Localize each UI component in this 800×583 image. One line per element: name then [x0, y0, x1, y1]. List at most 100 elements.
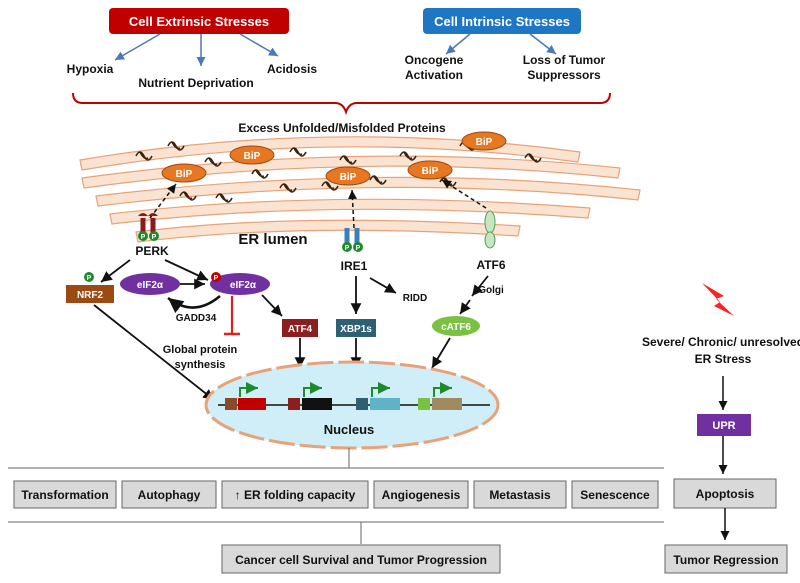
outcome-box-autophagy	[121, 480, 217, 509]
ridd-label: RIDD	[403, 293, 427, 304]
protein-15	[279, 183, 297, 193]
eif2a-p-label: eIF2α	[230, 280, 257, 291]
upr-box	[697, 414, 751, 436]
xbp1s-label: XBP1s	[340, 324, 372, 335]
atf4-label: ATF4	[288, 324, 313, 335]
extrinsic-stress-box	[109, 8, 289, 34]
outcome-box-er-folding	[221, 480, 369, 509]
outcome-box-senescence	[571, 480, 659, 509]
perk-head-icon	[138, 213, 158, 216]
gene-3-promoter	[356, 398, 368, 410]
arrow-eif2a-atf4	[261, 294, 283, 317]
stress-brace	[72, 92, 611, 116]
perk-sensor: P P PERK	[135, 213, 169, 258]
extrinsic-stress-title: Cell Extrinsic Stresses	[129, 14, 269, 29]
gene-3-body	[370, 398, 400, 410]
ire1-label: IRE1	[341, 259, 368, 273]
atf6-sensor: ATF6	[476, 210, 506, 272]
er-lumen-label: ER lumen	[238, 231, 307, 248]
protein-13	[215, 193, 233, 203]
transcription-arrow-3	[371, 382, 390, 397]
protein-6	[321, 181, 339, 191]
arrow-extrinsic-1	[114, 33, 161, 61]
gene-2-body	[302, 398, 332, 410]
protein-2	[167, 141, 185, 151]
protein-4	[251, 169, 269, 179]
gene-2-promoter	[288, 398, 300, 410]
ire1-branch: RIDD XBP1s	[336, 276, 427, 368]
dashed-arrow-atf6	[441, 179, 487, 209]
intrinsic-stress-group: Cell Intrinsic Stresses Oncogene Activat…	[405, 8, 606, 82]
ire1-phospho-2-label: P	[356, 245, 361, 252]
arrow-catf6-nucleus	[431, 337, 451, 369]
protein-7	[339, 155, 357, 165]
er-sheet-4	[109, 198, 591, 225]
bip-4-label: BiP	[422, 166, 439, 177]
atf6-branch: Golgi cATF6	[431, 275, 504, 369]
catf6-node	[432, 316, 480, 336]
eif2a-p-node	[210, 273, 270, 295]
unfolded-proteins-label: Excess Unfolded/Misfolded Proteins	[238, 121, 446, 135]
nucleus: Nucleus	[204, 360, 500, 450]
atf6-receptor-lower-icon	[484, 231, 496, 249]
outcome-box-metastasis	[473, 480, 567, 509]
perk-receptor-icon	[140, 218, 156, 233]
global-protein-label: Global protein	[163, 344, 238, 356]
atf4-box	[282, 319, 318, 337]
xbp1s-box	[336, 319, 376, 337]
protein-9	[399, 151, 417, 161]
arrow-intrinsic-1	[445, 33, 471, 55]
outcome-transformation: Transformation	[21, 488, 108, 502]
nrf2-box	[66, 285, 114, 303]
intrinsic-stress-title: Cell Intrinsic Stresses	[434, 14, 570, 29]
stress-hypoxia: Hypoxia	[67, 62, 114, 76]
apoptosis-box	[673, 478, 777, 509]
er-sheet-3	[95, 176, 641, 207]
bip-3-label: BiP	[340, 172, 357, 183]
er-sheet-5	[135, 219, 521, 243]
dashed-arrow-perk	[149, 183, 177, 219]
severe-stress-line1: Severe/ Chronic/ unresolved	[642, 335, 800, 349]
perk-phospho-2	[149, 231, 159, 241]
arrow-gadd34-loop	[167, 295, 221, 314]
stress-suppressors: Suppressors	[527, 68, 601, 82]
bip-dissociation-arrows	[149, 179, 487, 229]
arrow-golgi-catf6	[459, 299, 471, 315]
arrow-extrinsic-3	[239, 33, 279, 57]
ire1-phospho-2	[353, 242, 363, 252]
perk-label: PERK	[135, 244, 169, 258]
stress-acidosis: Acidosis	[267, 62, 317, 76]
outcome-box-transformation	[13, 480, 117, 509]
transcription-arrow-2	[303, 382, 322, 397]
gadd34-label: GADD34	[176, 313, 217, 324]
stress-oncogene: Oncogene	[405, 53, 464, 67]
outcome-angiogenesis: Angiogenesis	[382, 488, 461, 502]
protein-8	[369, 175, 387, 185]
arrow-intrinsic-2	[529, 33, 557, 55]
protein-1	[135, 151, 153, 161]
outcome-autophagy: Autophagy	[138, 488, 201, 502]
arrow-perk-nrf2	[100, 259, 131, 283]
stress-nutrient-deprivation: Nutrient Deprivation	[138, 76, 253, 90]
transcription-arrow-4	[433, 382, 452, 397]
stress-activation: Activation	[405, 68, 463, 82]
lightning-icon	[702, 283, 734, 316]
eif2a-label: eIF2α	[137, 280, 164, 291]
ire1-phospho-1	[342, 242, 352, 252]
eif2a-node	[120, 273, 180, 295]
apoptosis-label: Apoptosis	[696, 487, 755, 501]
bip-4	[407, 160, 453, 180]
bip-group: BiP BiP BiP BiP BiP	[161, 131, 507, 186]
bip-5-label: BiP	[476, 137, 493, 148]
atf6-label: ATF6	[476, 258, 505, 272]
dashed-arrow-ire1	[347, 189, 357, 229]
extrinsic-stress-group: Cell Extrinsic Stresses Hypoxia Nutrient…	[67, 8, 317, 90]
transcription-arrow-1	[239, 382, 258, 397]
survival-label: Cancer cell Survival and Tumor Progressi…	[235, 553, 487, 567]
severe-stress-line2: ER Stress	[695, 352, 752, 366]
outcome-metastasis: Metastasis	[489, 488, 551, 502]
eif2a-phospho-label: P	[214, 275, 219, 282]
intrinsic-stress-box	[423, 8, 581, 34]
nrf2-phospho	[84, 272, 94, 282]
